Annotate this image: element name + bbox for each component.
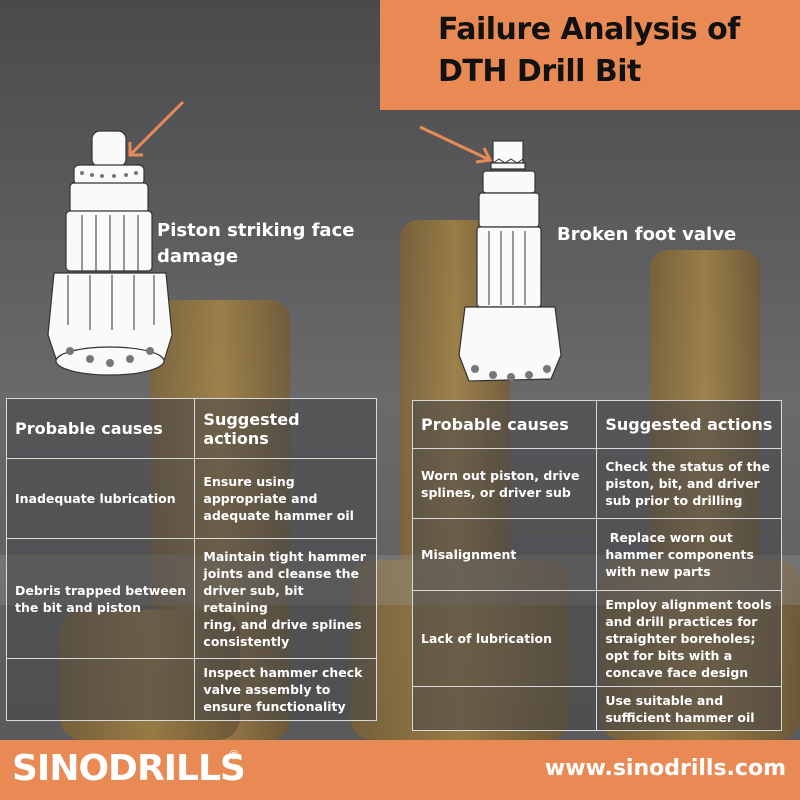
table-row: Misalignment Replace worn out hammer com… xyxy=(411,518,782,591)
action-text: Maintain tight hammer xyxy=(203,548,366,564)
action-text: sufficient hammer oil xyxy=(605,709,755,725)
right-causes-table: Probable causes Suggested actions Worn o… xyxy=(411,400,782,731)
drill-bit-sketch-icon xyxy=(47,130,173,376)
action-text: hammer components xyxy=(605,547,754,562)
cause-cell: Lack of lubrication xyxy=(411,590,598,687)
action-cell: Inspect hammer check valve assembly to e… xyxy=(194,658,377,721)
action-text: piston, bit, and driver xyxy=(605,476,760,491)
action-text: Replace worn out xyxy=(605,530,733,545)
action-text: ring, and drive splines xyxy=(203,616,362,632)
table-header-row: Probable causes Suggested actions xyxy=(5,398,377,459)
header-suggested-actions: Suggested actions xyxy=(194,398,377,459)
action-text: Check the status of the xyxy=(605,459,770,474)
table-row: Worn out piston, drive splines, or drive… xyxy=(411,448,782,519)
action-text: ensure functionality xyxy=(203,699,346,714)
table-row: Inspect hammer check valve assembly to e… xyxy=(5,658,377,721)
action-cell: Employ alignment tools and drill practic… xyxy=(596,590,782,687)
cause-text: Lack of lubrication xyxy=(421,631,553,646)
left-causes-table: Probable causes Suggested actions Inadeq… xyxy=(5,398,377,721)
action-text: appropriate and xyxy=(203,491,318,506)
action-text: Ensure using xyxy=(203,474,295,489)
cause-text: Debris trapped between xyxy=(15,582,187,598)
callout-left-line-2: damage xyxy=(157,246,239,267)
header-suggested-actions: Suggested actions xyxy=(596,400,782,449)
action-text: straighter boreholes; xyxy=(605,631,756,646)
action-cell: Check the status of the piston, bit, and… xyxy=(596,448,782,519)
cause-cell xyxy=(5,658,196,721)
action-cell: Ensure using appropriate and adequate ha… xyxy=(194,458,377,539)
action-cell: Use suitable and sufficient hammer oil xyxy=(596,686,782,731)
table-row: Debris trapped between the bit and pisto… xyxy=(5,538,377,659)
cause-cell: Inadequate lubrication xyxy=(5,458,196,539)
callout-left: Piston striking face damage xyxy=(157,218,354,270)
page-title-line-2: DTH Drill Bit xyxy=(438,54,641,89)
website-link[interactable]: www.sinodrills.com xyxy=(544,756,786,781)
cause-text: Misalignment xyxy=(421,547,517,562)
cause-text: splines, or driver sub xyxy=(421,484,571,500)
cause-cell: Debris trapped between the bit and pisto… xyxy=(5,538,196,659)
header-probable-causes: Probable causes xyxy=(5,398,196,459)
footer-banner: SINODRILLS ® www.sinodrills.com xyxy=(0,740,800,800)
title-banner: Failure Analysis of DTH Drill Bit xyxy=(380,0,800,110)
action-text: opt for bits with a xyxy=(605,648,733,663)
table-row: Inadequate lubrication Ensure using appr… xyxy=(5,458,377,539)
drill-bit-sketch-icon xyxy=(458,140,562,382)
cause-text: Inadequate lubrication xyxy=(15,491,176,506)
action-text: Employ alignment tools xyxy=(605,597,772,612)
table-header-row: Probable causes Suggested actions xyxy=(411,400,782,449)
cause-text: the bit and piston xyxy=(15,599,142,615)
action-text: consistently xyxy=(203,633,290,649)
registered-mark: ® xyxy=(228,748,240,762)
action-cell: Replace worn out hammer components with … xyxy=(596,518,782,591)
action-text: joints and cleanse the xyxy=(203,565,360,581)
cause-cell xyxy=(411,686,598,731)
page-title-line-1: Failure Analysis of xyxy=(438,12,740,47)
header-probable-causes: Probable causes xyxy=(411,400,598,449)
action-text: valve assembly to xyxy=(203,682,331,697)
action-text: concave face design xyxy=(605,665,749,680)
action-text: Inspect hammer check xyxy=(203,665,363,680)
action-text: and drill practices for xyxy=(605,614,758,629)
cause-cell: Misalignment xyxy=(411,518,598,591)
table-row: Lack of lubrication Employ alignment too… xyxy=(411,590,782,687)
brand-logo: SINODRILLS xyxy=(12,748,246,789)
action-text: adequate hammer oil xyxy=(203,508,354,523)
action-text: sub prior to drilling xyxy=(605,493,743,508)
action-cell: Maintain tight hammer joints and cleanse… xyxy=(194,538,377,659)
action-text: with new parts xyxy=(605,564,711,579)
action-text: Use suitable and xyxy=(605,692,724,708)
cause-text: Worn out piston, drive xyxy=(421,467,580,483)
callout-right: Broken foot valve xyxy=(557,224,737,245)
callout-left-line-1: Piston striking face xyxy=(157,220,355,241)
action-text: driver sub, bit retaining xyxy=(203,582,304,615)
cause-cell: Worn out piston, drive splines, or drive… xyxy=(411,448,598,519)
table-row: Use suitable and sufficient hammer oil xyxy=(411,686,782,731)
